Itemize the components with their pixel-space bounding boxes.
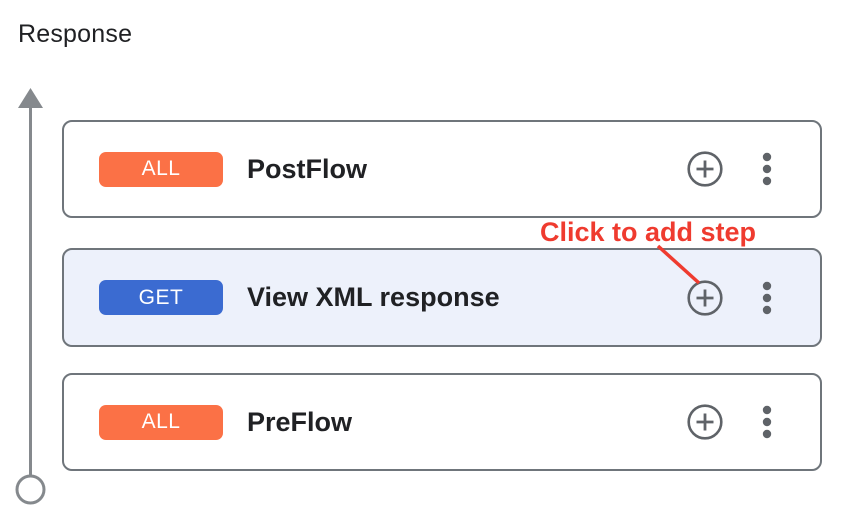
page-title: Response xyxy=(18,20,133,48)
method-badge: GET xyxy=(99,280,223,315)
vertical-dots-icon xyxy=(762,405,772,439)
add-step-button[interactable] xyxy=(686,150,724,188)
flow-card-view-xml-response[interactable]: GET View XML response xyxy=(62,248,822,347)
more-options-button[interactable] xyxy=(762,281,772,314)
more-options-button[interactable] xyxy=(762,152,772,186)
method-badge: ALL xyxy=(99,151,223,187)
flow-title: PreFlow xyxy=(247,406,353,437)
more-options-button[interactable] xyxy=(762,405,772,439)
arrow-up-icon xyxy=(18,88,43,108)
flow-card-preflow[interactable]: ALL PreFlow xyxy=(62,373,822,471)
plus-circle-icon xyxy=(687,279,723,316)
vertical-dots-icon xyxy=(762,152,772,186)
add-step-button[interactable] xyxy=(686,403,724,441)
method-badge: ALL xyxy=(99,404,223,440)
flow-title: PostFlow xyxy=(247,153,367,184)
flow-start-circle-icon xyxy=(15,474,46,505)
plus-circle-icon xyxy=(687,404,723,440)
vertical-dots-icon xyxy=(762,281,772,314)
plus-circle-icon xyxy=(687,151,723,187)
annotation-label: Click to add step xyxy=(540,217,757,247)
flow-card-postflow[interactable]: ALL PostFlow xyxy=(62,120,822,218)
flow-direction-rail xyxy=(15,88,46,505)
add-step-button[interactable] xyxy=(686,279,724,317)
flow-title: View XML response xyxy=(247,282,500,312)
